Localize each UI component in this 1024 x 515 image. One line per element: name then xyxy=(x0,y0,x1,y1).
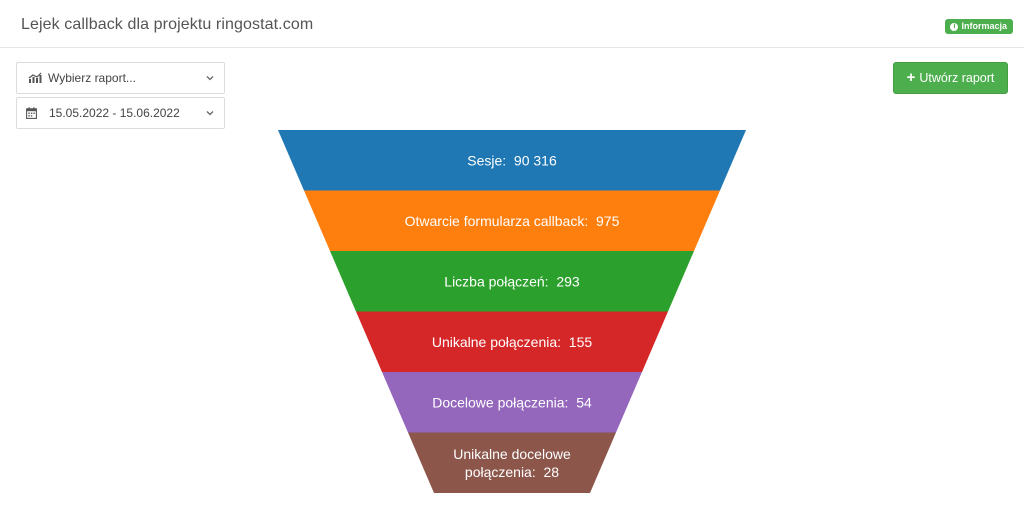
funnel-stage-text: Liczba połączeń: 293 xyxy=(444,273,580,289)
funnel-stage-label: Otwarcie formularza callback: 975 xyxy=(405,213,620,229)
funnel-stage xyxy=(356,311,668,372)
funnel-stage-label: Liczba połączeń: 293 xyxy=(444,273,580,289)
funnel-stage-text: Docelowe połączenia: 54 xyxy=(432,394,592,410)
info-icon: i xyxy=(950,22,959,31)
funnel-stage-text: połączenia: 28 xyxy=(465,464,559,480)
chart-icon xyxy=(28,72,42,83)
chevron-down-icon xyxy=(206,76,214,81)
funnel-stage-text: Sesje: 90 316 xyxy=(467,152,557,168)
report-select[interactable]: Wybierz raport... xyxy=(16,62,225,94)
funnel-stage-text: Otwarcie formularza callback: 975 xyxy=(405,213,620,229)
funnel-stage-text: Unikalne docelowe xyxy=(453,446,571,462)
info-badge-label: Informacja xyxy=(961,21,1007,31)
funnel-stage-label: Unikalne docelowe połączenia: 28 xyxy=(453,446,571,480)
report-select-value: Wybierz raport... xyxy=(48,71,136,85)
funnel-stage-label: Unikalne połączenia: 155 xyxy=(432,334,593,350)
funnel-stage xyxy=(330,251,694,312)
funnel-stage xyxy=(278,130,746,191)
funnel-stage xyxy=(304,190,720,251)
funnel-stage-text: Unikalne połączenia: 155 xyxy=(432,334,593,350)
chevron-down-icon xyxy=(206,111,214,116)
plus-icon: + xyxy=(906,69,916,86)
funnel-stage xyxy=(382,372,642,433)
info-badge[interactable]: i Informacja xyxy=(945,19,1013,34)
date-range-select[interactable]: 15.05.2022 - 15.06.2022 xyxy=(16,97,225,129)
calendar-icon xyxy=(26,107,37,119)
create-report-button[interactable]: + Utwórz raport xyxy=(893,62,1008,94)
create-report-label: Utwórz raport xyxy=(919,71,995,85)
funnel-stage xyxy=(408,432,616,493)
date-range-value: 15.05.2022 - 15.06.2022 xyxy=(49,106,180,120)
funnel-stage-label: Sesje: 90 316 xyxy=(467,152,557,168)
page-title: Lejek callback dla projektu ringostat.co… xyxy=(21,16,314,33)
page-header: Lejek callback dla projektu ringostat.co… xyxy=(0,0,1024,48)
funnel-stage-label: Docelowe połączenia: 54 xyxy=(432,394,592,410)
